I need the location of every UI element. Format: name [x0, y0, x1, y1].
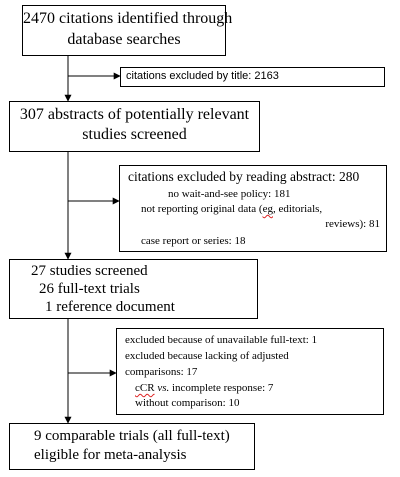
excl1-text: citations excluded by title: 2163: [126, 70, 279, 82]
box4-line2: eligible for meta-analysis: [34, 447, 187, 463]
box-excluded-full-text: excluded because of unavailable full-tex…: [116, 328, 384, 415]
excl2-title: citations excluded by reading abstract: …: [128, 169, 360, 184]
box-abstracts-screened: 307 abstracts of potentially relevant st…: [9, 101, 260, 152]
box2-line2: studies screened: [82, 126, 187, 143]
excl2-line2a: not reporting original data (: [141, 203, 263, 215]
excl2-line4: case report or series: 18: [141, 235, 246, 247]
excl2-line1: no wait-and-see policy: 181: [168, 188, 291, 200]
box3-line2: 26 full-text trials: [39, 281, 140, 297]
excl3-line4a-ccr: cCR: [135, 382, 155, 394]
box2-line1: 307 abstracts of potentially relevant: [19, 106, 250, 123]
box-excluded-by-abstract: citations excluded by reading abstract: …: [119, 165, 387, 252]
excl3-line1: excluded because of unavailable full-tex…: [125, 334, 318, 346]
excl3-line4: cCR vs. incomplete response: 7: [135, 382, 273, 394]
excl2-line2b-eg: eg: [262, 203, 273, 215]
excl2-line2c: , editorials,: [272, 203, 323, 215]
box1-line2: database searches: [67, 31, 181, 48]
excl3-line4b-vs: vs.: [157, 382, 170, 394]
box4-line1: 9 comparable trials (all full-text): [34, 428, 230, 444]
excl3-line4c: incomplete response: 7: [171, 382, 274, 394]
box-citations-identified: 2470 citations identified through databa…: [22, 5, 233, 56]
box3-line1: 27 studies screened: [31, 263, 148, 279]
excl3-line2: excluded because lacking of adjusted: [125, 350, 289, 362]
box1-line1: 2470 citations identified through: [23, 10, 233, 27]
excl3-line5: without comparison: 10: [135, 397, 240, 409]
excl2-line3: reviews): 81: [325, 218, 380, 230]
box3-line3: 1 reference document: [45, 299, 175, 315]
excl2-line2: not reporting original data (eg, editori…: [141, 203, 322, 215]
box-studies-screened: 27 studies screened 26 full-text trials …: [9, 259, 258, 319]
box-excluded-by-title: citations excluded by title: 2163: [120, 67, 385, 87]
excl3-line3: comparisons: 17: [125, 366, 198, 378]
box-eligible-trials: 9 comparable trials (all full-text) elig…: [9, 423, 255, 470]
